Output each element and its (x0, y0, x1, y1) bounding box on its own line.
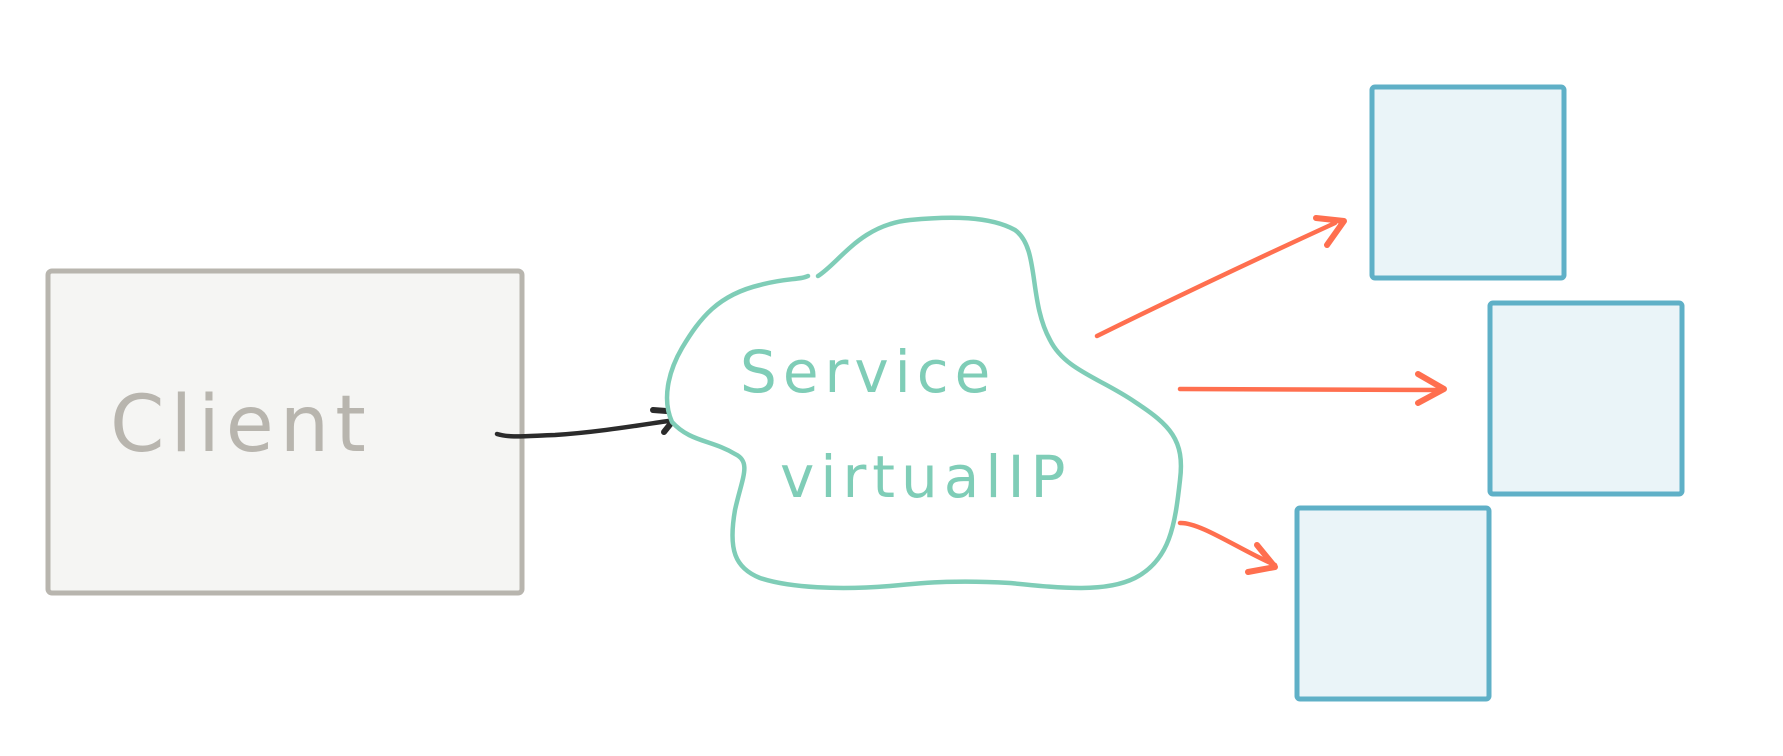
service-cloud: Service virtualIP (664, 215, 1184, 591)
client-box (45, 268, 525, 596)
route-arrow-bottom (1177, 520, 1278, 575)
cloud-outline (664, 215, 1184, 591)
route-arrow-middle (1177, 371, 1447, 406)
service-label-line1: Service (740, 338, 996, 406)
client-node: Client (45, 268, 525, 596)
backend-box-middle (1487, 300, 1685, 497)
backend-box-bottom (1294, 505, 1492, 702)
backend-box-top (1369, 84, 1567, 281)
client-label: Client (110, 380, 372, 470)
route-arrow-top (1094, 215, 1347, 339)
service-label-line2: virtualIP (780, 443, 1072, 511)
